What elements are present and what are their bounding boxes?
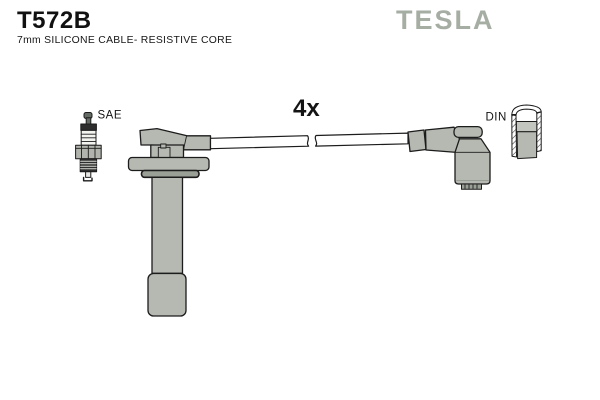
din-boot-sleeve <box>407 129 427 153</box>
din-cap-plug-body <box>516 131 538 160</box>
brand-logo: TESLA <box>396 5 495 35</box>
din-boot-cap-nub <box>453 125 483 139</box>
label-quantity: 4x <box>293 95 320 122</box>
cable-right-segment <box>314 132 409 147</box>
spark-plug-top-band <box>80 123 97 131</box>
coil-boot-notch <box>157 146 171 158</box>
din-cap-plug-top <box>515 121 538 133</box>
coil-boot-flange <box>127 156 210 172</box>
product-subtitle: 7mm SILICONE CABLE- RESISTIVE CORE <box>17 35 233 46</box>
din-boot <box>407 125 491 190</box>
coil-boot-tip <box>147 272 187 317</box>
din-boot-contact <box>461 183 482 190</box>
spark-plug-threads <box>79 158 98 173</box>
spark-plug-icon <box>75 112 102 182</box>
spark-plug-terminal-stem <box>85 117 92 125</box>
cable-left-segment <box>209 135 310 150</box>
din-cap-left-wall <box>511 114 517 158</box>
spark-plug-ground-electrode <box>82 176 93 182</box>
part-number: T572B <box>17 7 92 34</box>
din-cap-right-wall <box>536 111 542 153</box>
label-din: DIN <box>486 112 507 124</box>
cable <box>209 132 409 150</box>
din-boot-barrel <box>454 138 491 185</box>
label-sae: SAE <box>98 110 123 122</box>
din-cap-section <box>511 104 542 160</box>
coil-boot-seal-ring <box>140 169 200 179</box>
spark-plug-electrode <box>85 171 92 178</box>
coil-boot <box>127 127 212 317</box>
coil-boot-shaft <box>151 176 184 274</box>
